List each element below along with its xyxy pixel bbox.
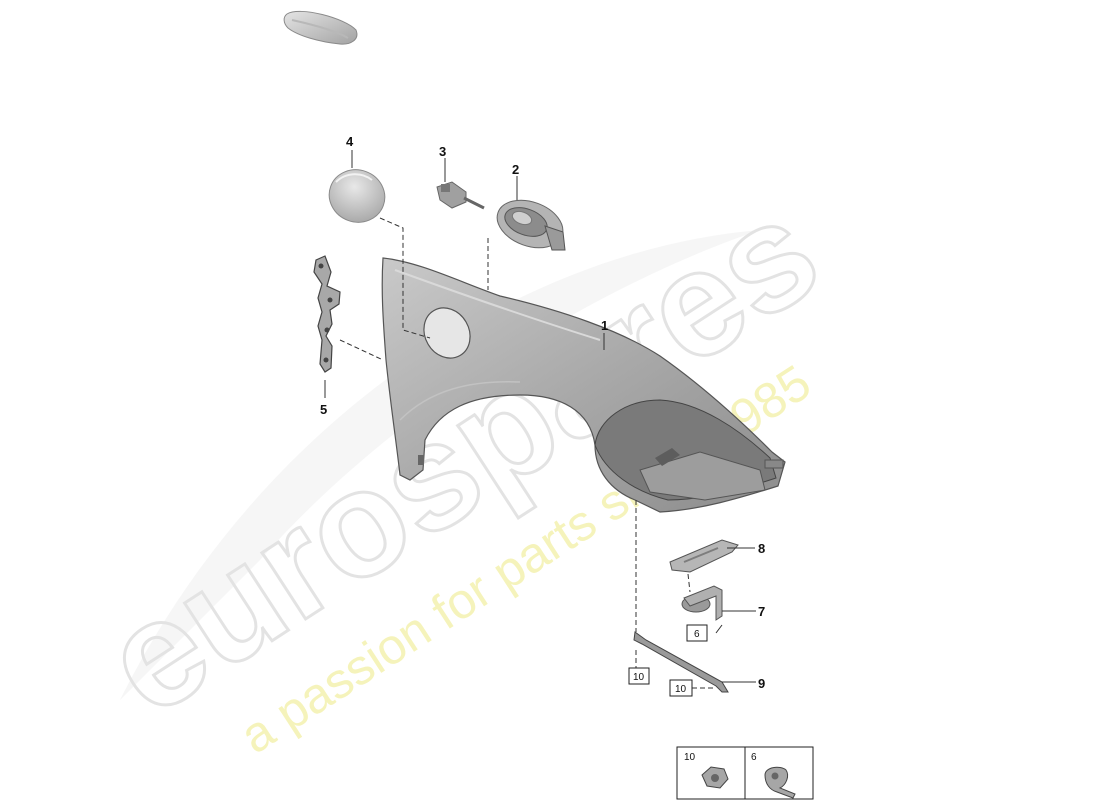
callout-7: 7 xyxy=(758,604,765,619)
callouts: 4 3 2 1 5 8 7 9 xyxy=(320,134,765,691)
cover-plate xyxy=(669,539,739,573)
mounting-bracket xyxy=(681,585,723,621)
callout-4: 4 xyxy=(346,134,354,149)
ref-box-10-left-label: 10 xyxy=(633,672,645,683)
bracket xyxy=(313,255,341,373)
callout-1: 1 xyxy=(601,318,608,333)
grille-insert-part xyxy=(283,10,358,45)
callout-8: 8 xyxy=(758,541,765,556)
front-wing xyxy=(381,257,786,513)
legend-label-6: 6 xyxy=(751,752,757,763)
callout-9: 9 xyxy=(758,676,765,691)
hardware-legend: 10 6 xyxy=(676,746,814,800)
callout-2: 2 xyxy=(512,162,519,177)
fuel-filler-housing xyxy=(496,199,566,251)
leader-lines xyxy=(324,150,756,689)
ref-box-6-label: 6 xyxy=(694,629,700,640)
callout-3: 3 xyxy=(439,144,446,159)
legend-label-10: 10 xyxy=(684,752,696,763)
support-rod xyxy=(633,631,729,693)
torx-bolt-icon xyxy=(764,766,796,799)
hex-nut-icon xyxy=(701,766,729,789)
ref-box-10-right-label: 10 xyxy=(675,684,687,695)
ref-box-10-left: 10 xyxy=(628,667,650,685)
ref-box-6: 6 xyxy=(686,624,708,642)
callout-5: 5 xyxy=(320,402,327,417)
fuel-filler-flap xyxy=(328,169,386,223)
ref-box-10-right: 10 xyxy=(669,679,693,697)
actuator xyxy=(436,181,485,210)
